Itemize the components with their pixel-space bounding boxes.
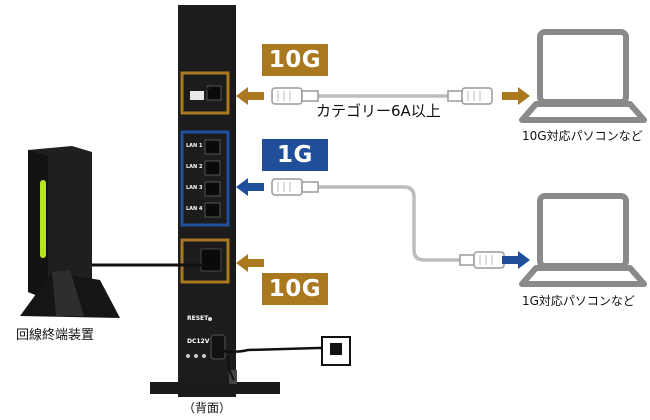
connector-top-left <box>271 87 319 105</box>
connector-top-right <box>447 87 493 105</box>
laptop-1g-icon <box>519 193 647 287</box>
arrow-to-1g-pc <box>502 251 530 269</box>
arrow-lan-1g <box>236 178 264 196</box>
connector-lan-right <box>459 251 505 269</box>
wan-port-10g[interactable] <box>200 248 222 272</box>
ont-label: 回線終端装置 <box>16 328 95 343</box>
arrow-to-10g-pc <box>502 87 530 105</box>
power-plug-icon <box>330 343 342 355</box>
lan-2-label: LAN 2 <box>186 164 203 170</box>
rear-view-label: （背面） <box>183 401 232 415</box>
connector-lan-left <box>271 178 319 196</box>
port-frame-bottom-10g <box>180 238 230 284</box>
dc-polarity-icon-2 <box>194 354 198 358</box>
router-rear <box>150 5 280 397</box>
pc-10g-label: 10G対応パソコンなど <box>522 129 643 143</box>
reset-label: RESET <box>187 315 209 322</box>
arrow-top-10g <box>236 87 264 105</box>
ont-device <box>20 146 120 318</box>
10ge-lan-label-plate <box>190 91 204 100</box>
power-outlet <box>321 336 351 366</box>
lan-port-3[interactable] <box>204 181 221 197</box>
lan-1-label: LAN 1 <box>186 143 203 149</box>
lan-port-4[interactable] <box>204 202 221 218</box>
lan-port-2[interactable] <box>204 160 221 176</box>
lan-4-label: LAN 4 <box>186 206 203 212</box>
ont-status-light <box>40 180 46 258</box>
lan-3-label: LAN 3 <box>186 185 203 191</box>
power-cable <box>211 341 340 353</box>
dc-jack[interactable] <box>210 334 226 360</box>
arrow-bottom-10g <box>236 254 264 272</box>
dc-label: DC12V <box>187 338 210 345</box>
port-frame-lan <box>180 130 230 227</box>
router-stand <box>150 382 280 394</box>
dc-polarity-icon-3 <box>202 354 206 358</box>
dc-polarity-icon <box>186 354 190 358</box>
speed-badge-bottom-10g: 10G <box>262 273 328 305</box>
lan-port-1[interactable] <box>204 139 221 155</box>
reset-button[interactable] <box>208 317 212 321</box>
cable-category-label: カテゴリー6A以上 <box>316 102 441 120</box>
speed-badge-top-10g: 10G <box>262 44 328 76</box>
cable-lan <box>318 185 460 262</box>
speed-badge-1g: 1G <box>262 139 328 171</box>
port-top-10g[interactable] <box>206 85 222 101</box>
port-frame-top-10g <box>180 71 230 115</box>
power-cable-loop <box>227 355 235 381</box>
laptop-10g-icon <box>519 29 647 123</box>
pc-1g-label: 1G対応パソコンなど <box>522 294 635 308</box>
10ge-lan-port-label: 10GE LAN <box>189 86 211 91</box>
router-body <box>178 5 236 397</box>
